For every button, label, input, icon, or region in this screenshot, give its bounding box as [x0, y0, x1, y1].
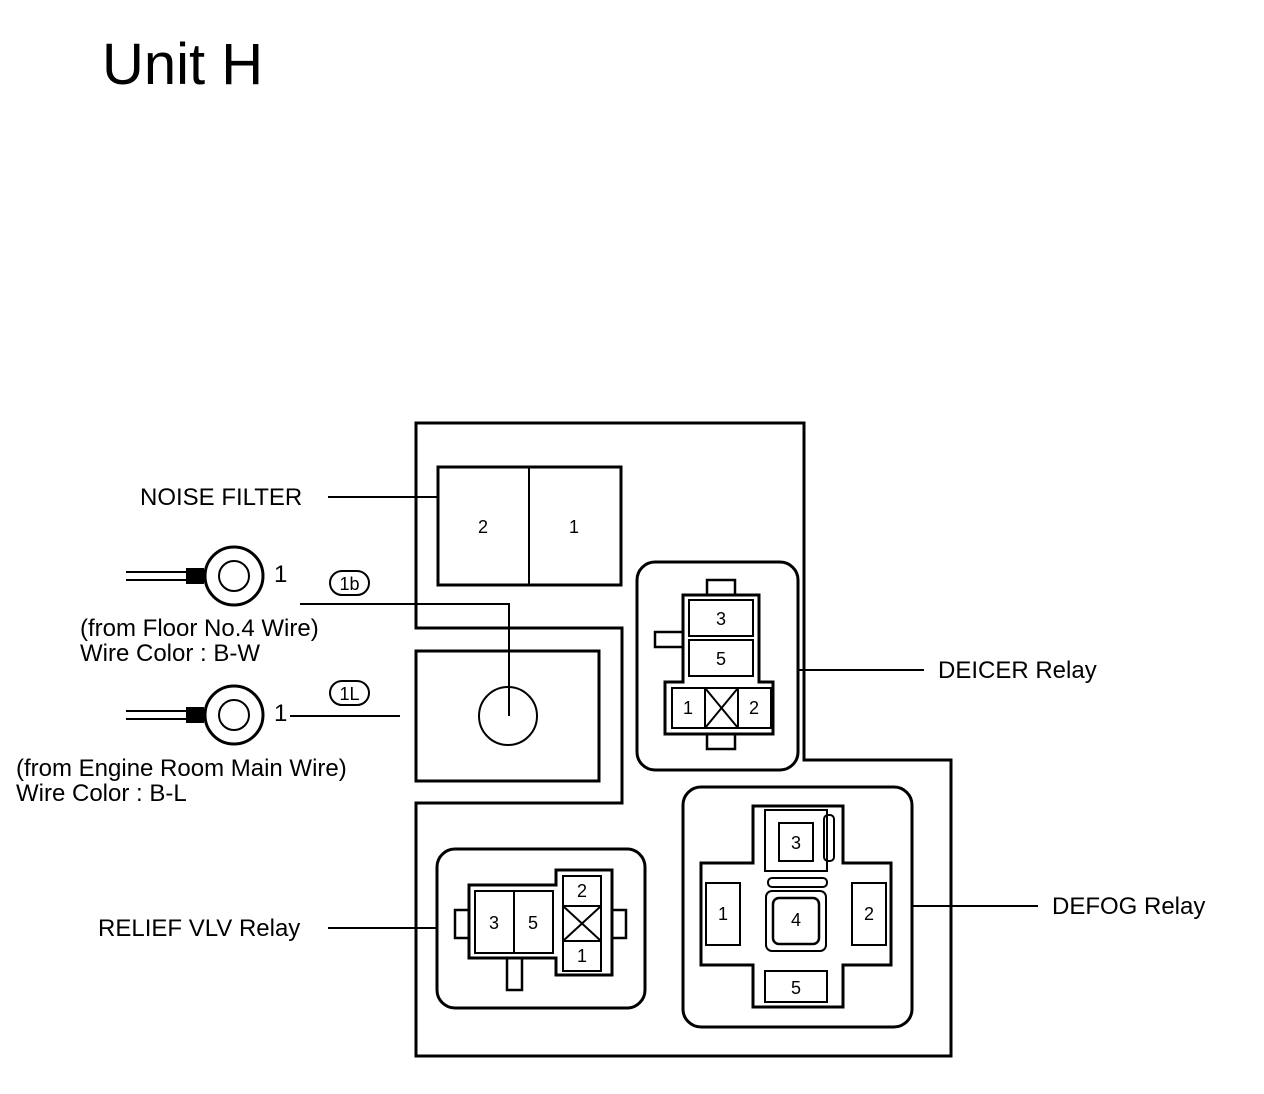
engine-wire-terminal [126, 684, 265, 746]
defog-pin-2: 2 [864, 904, 874, 924]
deicer-label: DEICER Relay [938, 657, 1097, 684]
floor-terminal-pin: 1 [274, 561, 287, 588]
defog-pin-3: 3 [791, 833, 801, 853]
relief-pin-3: 3 [489, 913, 499, 933]
relief-label: RELIEF VLV Relay [98, 915, 300, 942]
noise-filter-pin-1: 1 [569, 517, 579, 537]
defog-pin-5: 5 [791, 978, 801, 998]
engine-terminal-pin: 1 [274, 700, 287, 727]
deicer-pin-3: 3 [716, 609, 726, 629]
diagram-title: Unit H [102, 32, 263, 97]
floor-wire-terminal [126, 545, 265, 607]
defog-label: DEFOG Relay [1052, 893, 1205, 920]
relief-vlv-relay: 3 5 2 1 [435, 847, 647, 1010]
deicer-pin-1: 1 [683, 698, 693, 718]
floor-terminal-wire-color: Wire Color : B-W [80, 640, 260, 667]
relief-pin-2: 2 [577, 881, 587, 901]
engine-terminal-tag: 1L [329, 680, 370, 706]
deicer-relay: 3 5 1 2 [635, 560, 800, 772]
noise-filter: 2 1 [436, 465, 623, 587]
relief-pin-1: 1 [577, 946, 587, 966]
relief-pin-5: 5 [528, 913, 538, 933]
floor-terminal-leader [300, 603, 510, 716]
floor-terminal-source: (from Floor No.4 Wire) [80, 615, 319, 642]
noise-filter-pin-2: 2 [478, 517, 488, 537]
svg-text:1L: 1L [339, 684, 359, 704]
deicer-pin-5: 5 [716, 649, 726, 669]
defog-pin-4: 4 [791, 910, 801, 930]
engine-terminal-wire-color: Wire Color : B-L [16, 780, 187, 807]
floor-terminal-tag: 1b [329, 570, 370, 596]
defog-relay: 3 1 4 2 5 [681, 785, 914, 1029]
deicer-pin-2: 2 [749, 698, 759, 718]
svg-text:1b: 1b [339, 574, 359, 594]
noise-filter-label: NOISE FILTER [140, 484, 302, 511]
defog-pin-1: 1 [718, 904, 728, 924]
ground-bolt-box [414, 649, 601, 783]
engine-terminal-source: (from Engine Room Main Wire) [16, 755, 347, 782]
